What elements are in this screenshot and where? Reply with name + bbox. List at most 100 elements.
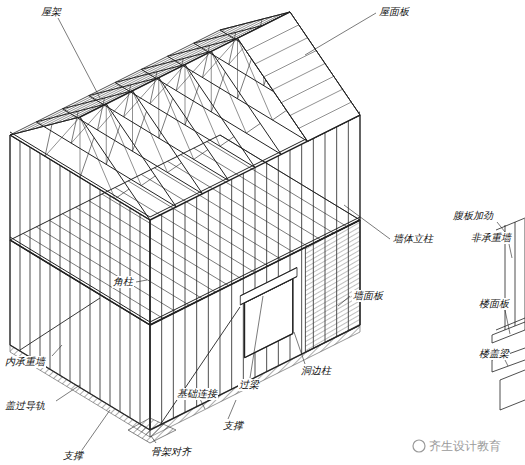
frame-stroke bbox=[106, 104, 176, 207]
frame-stroke bbox=[299, 102, 352, 128]
part-label: 墙体立柱 bbox=[392, 233, 434, 245]
part-label: 支撑 bbox=[222, 420, 244, 432]
frame-stroke bbox=[220, 185, 221, 290]
frame-stroke bbox=[238, 59, 252, 99]
part-label: 盖过导轨 bbox=[4, 400, 46, 412]
frame-stroke bbox=[120, 307, 121, 412]
frame-stroke bbox=[30, 147, 31, 252]
frame-stroke bbox=[63, 17, 273, 122]
frame-stroke bbox=[150, 65, 185, 104]
watermark-icon bbox=[413, 440, 425, 452]
frame-stroke bbox=[240, 268, 297, 296]
frame-stroke bbox=[70, 276, 71, 381]
frame-stroke bbox=[20, 298, 100, 350]
leader-lines bbox=[52, 13, 512, 450]
frame-stroke bbox=[124, 78, 159, 117]
frame-stroke bbox=[176, 51, 211, 90]
frame-stroke bbox=[237, 38, 238, 99]
frame-stroke bbox=[220, 290, 221, 395]
frame-stroke bbox=[220, 137, 234, 147]
frame-stroke bbox=[40, 153, 41, 258]
frame-stroke bbox=[120, 202, 121, 307]
frame-stroke bbox=[110, 301, 111, 406]
frame-stroke bbox=[207, 142, 347, 227]
frame-stroke bbox=[50, 264, 51, 369]
frame-stroke bbox=[273, 64, 326, 90]
part-label: 角柱 bbox=[112, 276, 134, 288]
frame-stroke bbox=[290, 89, 343, 115]
frame-stroke bbox=[45, 21, 255, 126]
foundation-strip bbox=[150, 325, 360, 437]
frame-stroke bbox=[185, 65, 186, 126]
frame-stroke bbox=[313, 138, 314, 243]
frame-stroke bbox=[185, 85, 199, 125]
frame-stroke bbox=[9, 135, 10, 240]
frame-stroke bbox=[130, 313, 131, 418]
frame-stroke bbox=[149, 325, 150, 430]
frame-stroke bbox=[149, 220, 150, 325]
frame-stroke bbox=[80, 138, 94, 178]
frame-stroke bbox=[76, 207, 216, 292]
part-label: 洞边柱 bbox=[300, 365, 332, 377]
frame-stroke bbox=[266, 162, 267, 267]
frame-stroke bbox=[185, 203, 186, 308]
frame-stroke bbox=[168, 163, 182, 173]
frame-stroke bbox=[159, 78, 229, 181]
frame-stroke bbox=[80, 178, 81, 283]
frame-stroke bbox=[70, 171, 71, 276]
part-label: 屋面板 bbox=[378, 6, 410, 18]
frame-stroke bbox=[196, 197, 197, 302]
frame-stroke bbox=[290, 150, 291, 255]
frame-stroke bbox=[158, 78, 159, 139]
frame-stroke bbox=[23, 233, 163, 318]
frame-stroke bbox=[149, 220, 150, 325]
frame-stroke bbox=[208, 191, 209, 296]
header-beam bbox=[240, 268, 297, 305]
frame-stroke bbox=[231, 284, 232, 389]
frame-stroke bbox=[140, 214, 141, 319]
frame-stroke bbox=[100, 295, 101, 400]
frame-stroke bbox=[154, 168, 294, 253]
frame-stroke bbox=[231, 179, 232, 284]
frame-stroke bbox=[301, 249, 302, 354]
frame-stroke bbox=[128, 181, 268, 266]
frame-stroke bbox=[240, 277, 297, 305]
frame-stroke bbox=[203, 38, 238, 77]
frame-stroke bbox=[246, 123, 260, 133]
frame-stroke bbox=[40, 258, 41, 363]
frame-stroke bbox=[80, 283, 81, 388]
frame-stroke bbox=[140, 319, 141, 424]
frame-stroke bbox=[106, 124, 120, 164]
frame-stroke bbox=[243, 173, 244, 278]
frame-stroke bbox=[208, 296, 209, 401]
frame-stroke bbox=[255, 168, 256, 273]
frame-stroke bbox=[301, 144, 302, 249]
frame-stroke bbox=[264, 51, 317, 77]
frame-stroke bbox=[63, 214, 203, 299]
frame-stroke bbox=[238, 38, 308, 141]
frame-stroke bbox=[185, 65, 255, 168]
frame-stroke bbox=[348, 121, 349, 226]
frame-stroke bbox=[132, 91, 133, 152]
frame-stroke bbox=[130, 208, 131, 313]
frame-stroke bbox=[159, 98, 173, 138]
frame-stroke bbox=[110, 196, 111, 301]
roof-front-panel bbox=[238, 12, 361, 141]
frame-stroke bbox=[149, 325, 150, 430]
part-label: 腹板加劲 bbox=[452, 210, 494, 222]
frame-stroke bbox=[273, 110, 287, 120]
frame-stroke bbox=[161, 214, 162, 319]
frame-stroke bbox=[133, 91, 203, 194]
part-label: 内承重墙 bbox=[4, 356, 46, 368]
frame-stroke bbox=[115, 189, 129, 199]
frame-stroke bbox=[60, 165, 61, 270]
frame-stroke bbox=[71, 104, 106, 143]
part-label: 基础连接 bbox=[176, 388, 218, 400]
part-label: 骨架对齐 bbox=[150, 446, 192, 458]
part-label: 非承重墙 bbox=[470, 232, 512, 244]
frame-stroke bbox=[98, 91, 133, 130]
frame-stroke bbox=[308, 115, 361, 141]
frame-stroke bbox=[102, 194, 242, 279]
